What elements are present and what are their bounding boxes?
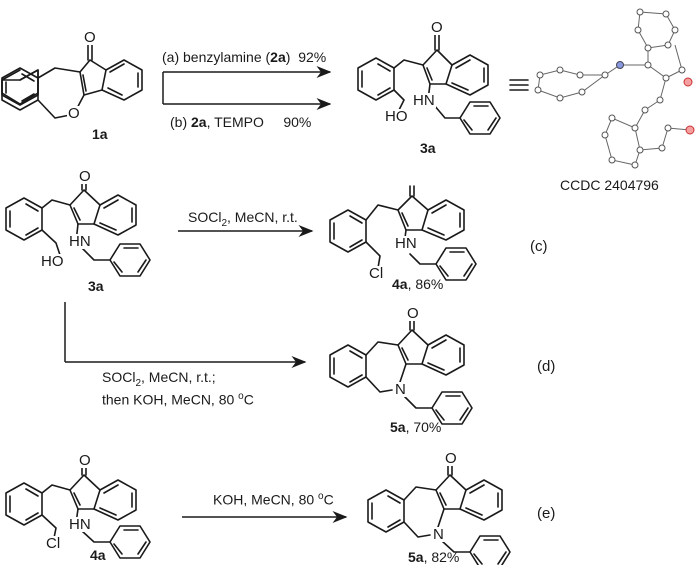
atom-label-o: O <box>78 452 92 469</box>
molecule-1a <box>1 43 143 119</box>
condition-c: SOCl2, MeCN, r.t. <box>188 209 298 229</box>
condition-b: (b) 2a, TEMPO 90% <box>170 114 312 130</box>
compound-label-1a: 1a <box>92 126 108 142</box>
compound-label-5a: 5a, 82% <box>408 549 460 565</box>
atom-label-ho: HO <box>384 108 409 125</box>
atom-label-hn: HN <box>68 233 92 250</box>
atom-label-o: O <box>430 19 444 36</box>
compound-label-4a: 4a <box>90 547 106 563</box>
condition-a: (a) benzylamine (2a) 92% <box>162 49 327 65</box>
atom-label-o: O <box>444 450 458 467</box>
atom-label-o: O <box>83 29 97 46</box>
compound-label-3a: 3a <box>88 278 104 294</box>
compound-label-4a: 4a, 86% <box>392 276 444 292</box>
molecule-4a-e <box>5 464 151 559</box>
atom-label-ho: HO <box>40 253 65 270</box>
crystal-caption: CCDC 2404796 <box>560 177 659 193</box>
atom-label-hn: HN <box>394 235 418 252</box>
molecule-3a-mid <box>5 179 151 277</box>
arrows-ab <box>162 66 332 110</box>
atom-label-cl: Cl <box>368 265 385 282</box>
condition-e: KOH, MeCN, 80 oC <box>213 491 334 508</box>
compound-label-5a: 5a, 70% <box>390 419 442 435</box>
atom-label-o: O <box>78 168 92 185</box>
condition-d: SOCl2, MeCN, r.t.;then KOH, MeCN, 80 oC <box>102 369 254 408</box>
reaction-tag-d: (d) <box>537 358 556 375</box>
molecule-5a-e <box>367 462 511 565</box>
atom-label-hn: HN <box>412 92 436 109</box>
atom-label-o: O <box>67 105 81 122</box>
compound-label-3a: 3a <box>420 140 436 156</box>
atom-label-o: O <box>406 305 420 322</box>
reaction-tag-e: (e) <box>537 505 556 522</box>
atom-label-cl: Cl <box>45 535 62 552</box>
crystal-structure <box>534 8 695 169</box>
atom-label-n: N <box>394 381 407 398</box>
molecule-5a-d <box>329 317 473 425</box>
molecule-3a-top <box>357 32 529 135</box>
atom-label-hn: HN <box>68 516 92 533</box>
reaction-tag-c: (c) <box>530 238 548 255</box>
arrow-d <box>64 302 307 368</box>
atom-label-n: N <box>432 526 445 543</box>
molecule-4a-c <box>329 185 477 281</box>
